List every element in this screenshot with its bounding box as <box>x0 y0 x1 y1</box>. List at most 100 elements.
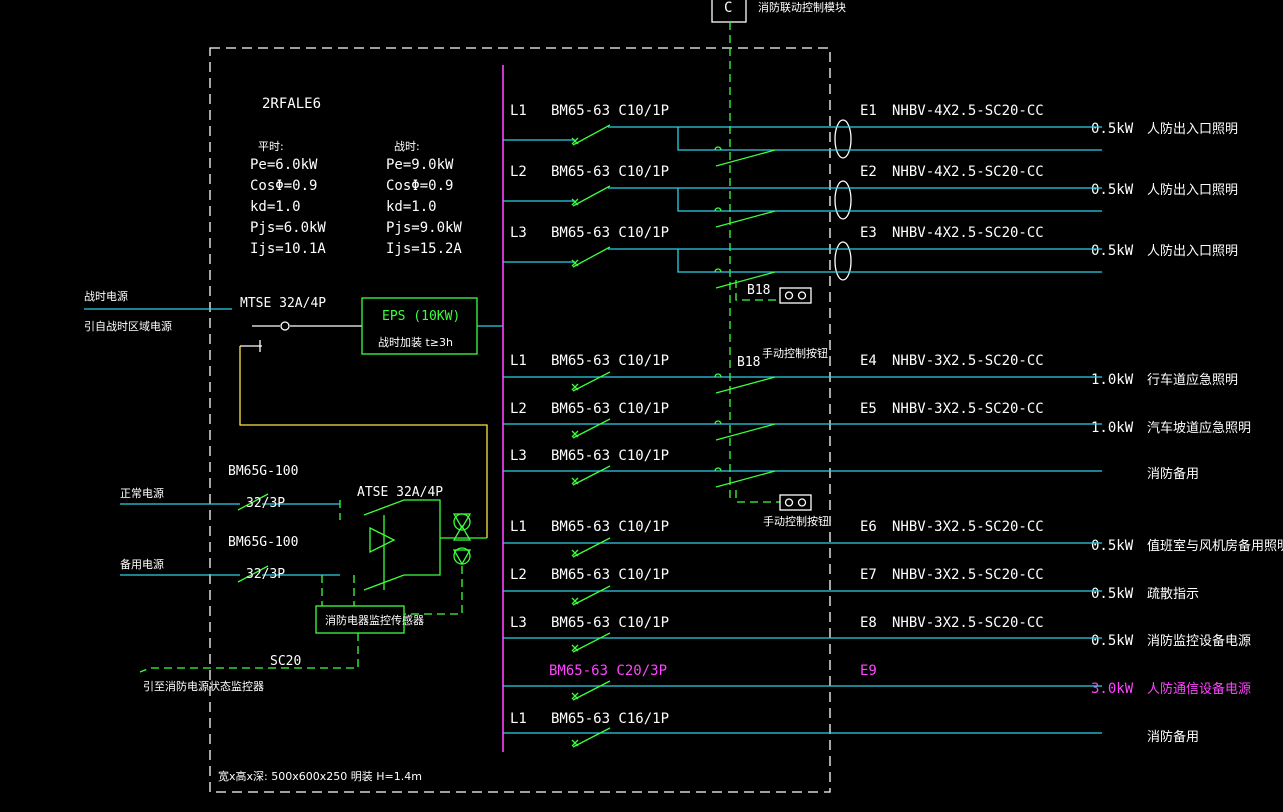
war-label: 战时: <box>394 140 420 153</box>
circuit-load: 人防出入口照明 <box>1147 121 1238 137</box>
control-module-label: 消防联动控制模块 <box>758 0 846 14</box>
sc20-line <box>139 633 359 673</box>
circuit-phase: L2 <box>510 567 527 583</box>
control-module-box-label: C <box>724 0 732 16</box>
surge-circle-1 <box>453 513 471 531</box>
circuit-breaker: BM65-63 C10/1P <box>551 353 669 369</box>
circuit-control-contact <box>714 207 776 228</box>
circuit-power: 1.0kW <box>1091 372 1134 388</box>
circuit-load: 行车道应急照明 <box>1147 372 1238 388</box>
peace-param-4: Pjs=6.0kW <box>250 220 326 236</box>
war-power-from-label: 引自战时区域电源 <box>84 319 172 333</box>
circuit-breaker: BM65-63 C20/3P <box>549 663 667 679</box>
breaker-model-2: BM65G-100 <box>228 535 298 550</box>
normal-power-label: 正常电源 <box>120 486 164 500</box>
peace-param-1: Pe=6.0kW <box>250 157 318 173</box>
circuit-power: 3.0kW <box>1091 681 1134 697</box>
circuit-power: 0.5kW <box>1091 121 1134 137</box>
mtse-label: MTSE 32A/4P <box>240 296 326 311</box>
circuit-breaker: BM65-63 C10/1P <box>551 567 669 583</box>
atse-arrow <box>369 526 396 554</box>
b18-label-1: B18 <box>747 283 770 298</box>
circuit-breaker: BM65-63 C10/1P <box>551 401 669 417</box>
transfer-link <box>239 346 488 538</box>
mtse-tail <box>240 340 262 352</box>
b18-link-1 <box>735 280 780 301</box>
war-param-4: Pjs=9.0kW <box>386 220 462 236</box>
cable-bundle-2 <box>834 180 852 220</box>
war-param-1: Pe=9.0kW <box>386 157 454 173</box>
circuit-breaker-symbol <box>571 246 611 268</box>
circuit-cable: NHBV-3X2.5-SC20-CC <box>892 615 1044 631</box>
circuit-load: 人防出入口照明 <box>1147 243 1238 259</box>
sc20-label: SC20 <box>270 654 301 669</box>
circuit-breaker: BM65-63 C10/1P <box>551 164 669 180</box>
b18-link-2 <box>735 490 780 503</box>
circuit-id: E4 <box>860 353 877 369</box>
circuit-load: 疏散指示 <box>1147 587 1199 602</box>
circuit-cable: NHBV-4X2.5-SC20-CC <box>892 225 1044 241</box>
circuit-id: E1 <box>860 103 877 119</box>
circuit-phase: L3 <box>510 225 527 241</box>
circuit-cable: NHBV-4X2.5-SC20-CC <box>892 164 1044 180</box>
surge-circle-2 <box>453 547 471 565</box>
control-module-box <box>711 0 747 23</box>
circuit-load: 人防出入口照明 <box>1147 182 1238 198</box>
circuit-breaker: BM65-63 C10/1P <box>551 519 669 535</box>
war-power-label: 战时电源 <box>84 289 128 303</box>
circuit-cable: NHBV-4X2.5-SC20-CC <box>892 103 1044 119</box>
circuit-row-10: BM65-63 C20/3P E9 3.0kW 人防通信设备电源 <box>503 663 1251 701</box>
circuit-breaker: BM65-63 C10/1P <box>551 615 669 631</box>
mtse-contact <box>280 321 290 331</box>
circuit-phase: L3 <box>510 448 527 464</box>
manual-button-label-2: 手动控制按钮 <box>763 514 829 528</box>
normal-breaker-blade <box>237 493 269 511</box>
circuit-branch <box>677 188 1102 212</box>
circuit-row-8: L2 BM65-63 C10/1P E7 NHBV-3X2.5-SC20-CC … <box>503 567 1199 606</box>
circuit-line <box>503 187 1102 202</box>
circuit-control-contact <box>714 467 776 488</box>
circuit-id: E5 <box>860 401 877 417</box>
circuit-id: E8 <box>860 615 877 631</box>
circuit-breaker-symbol <box>571 727 611 748</box>
panel-dims: 宽x高x深: 500x600x250 明装 H=1.4m <box>218 769 422 783</box>
sensor-dashes <box>321 500 355 606</box>
circuit-phase: L3 <box>510 615 527 631</box>
circuit-line <box>503 248 1102 263</box>
circuit-row-11: L1 BM65-63 C16/1P 消防备用 <box>503 711 1199 748</box>
circuit-id: E6 <box>860 519 877 535</box>
circuit-phase: L1 <box>510 519 527 535</box>
circuit-row-9: L3 BM65-63 C10/1P E8 NHBV-3X2.5-SC20-CC … <box>503 615 1251 653</box>
circuit-breaker-symbol <box>571 465 611 486</box>
circuit-cable: NHBV-3X2.5-SC20-CC <box>892 353 1044 369</box>
war-param-5: Ijs=15.2A <box>386 241 462 257</box>
circuit-id: E3 <box>860 225 877 241</box>
circuit-id: E9 <box>860 663 877 679</box>
circuit-breaker-symbol <box>571 537 611 558</box>
circuit-phase: L1 <box>510 353 527 369</box>
circuit-load: 消防备用 <box>1147 729 1199 745</box>
backup-breaker-blade <box>237 565 269 583</box>
circuit-branch <box>677 127 1102 151</box>
breaker-model-1: BM65G-100 <box>228 464 298 479</box>
circuit-cable: NHBV-3X2.5-SC20-CC <box>892 567 1044 583</box>
circuit-breaker-symbol <box>571 632 611 653</box>
fire-sensor-box <box>315 605 405 634</box>
circuit-control-contact <box>714 268 776 289</box>
circuit-load: 人防通信设备电源 <box>1147 681 1251 697</box>
circuit-breaker-symbol <box>571 585 611 606</box>
peace-param-2: CosΦ=0.9 <box>250 178 317 194</box>
circuit-control-contact <box>714 146 776 167</box>
circuit-load: 值班室与风机房备用照明 <box>1147 538 1283 554</box>
b18-label-2: B18 <box>737 355 760 370</box>
circuit-row-6: L3 BM65-63 C10/1P 消防备用 <box>503 448 1199 488</box>
manual-button-label-1: 手动控制按钮 <box>762 346 828 360</box>
circuit-breaker-symbol <box>571 124 611 146</box>
circuit-cable: NHBV-3X2.5-SC20-CC <box>892 401 1044 417</box>
eps-title: EPS (10KW) <box>382 309 460 324</box>
circuit-power: 0.5kW <box>1091 243 1134 259</box>
circuit-breaker-symbol <box>571 418 611 439</box>
circuit-power: 1.0kW <box>1091 420 1134 436</box>
circuit-row-2: L2 BM65-63 C10/1P E2 NHBV-4X2.5-SC20-CC … <box>503 164 1238 228</box>
